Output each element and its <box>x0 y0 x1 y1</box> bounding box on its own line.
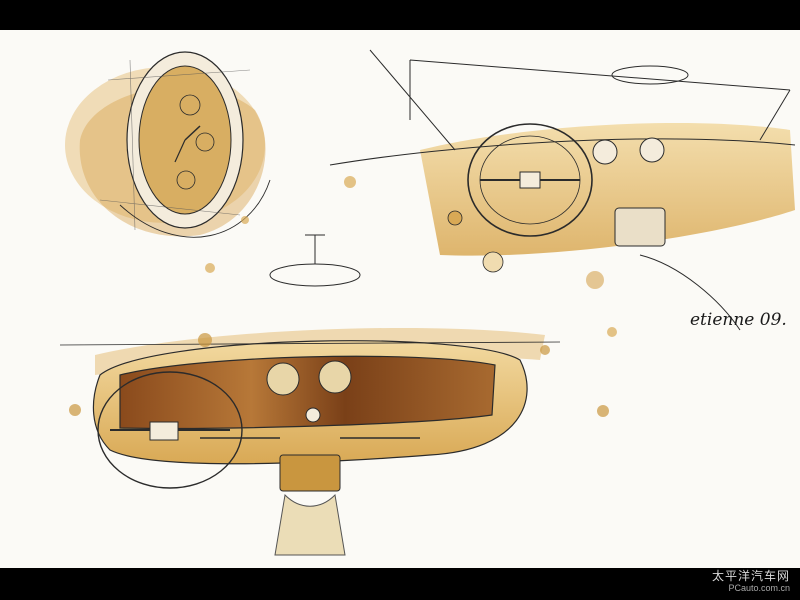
sketch-artwork: etienne 09. <box>59 49 796 556</box>
letterbox-top <box>0 0 800 30</box>
watermark-domain: PCauto.com.cn <box>728 583 790 593</box>
artist-signature: etienne 09. <box>690 310 787 330</box>
watermark-chinese: 太平洋汽车网 <box>711 569 790 583</box>
sketch-canvas: etienne 09. <box>0 30 800 568</box>
clock-sketch <box>65 51 271 273</box>
dashboard-sketch-top-right <box>329 49 796 337</box>
site-watermark: 太平洋汽车网 PCauto.com.cn <box>712 570 790 593</box>
letterbox-bottom <box>0 568 800 600</box>
dashboard-sketch-main <box>59 234 609 556</box>
